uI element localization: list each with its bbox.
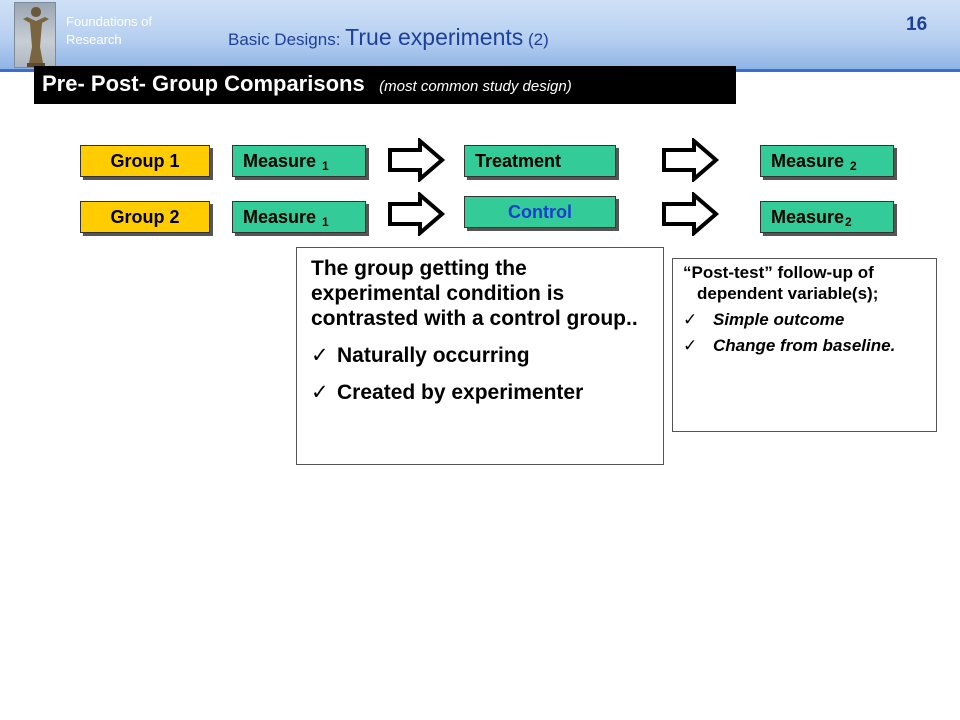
row2-measure-2-box: Measure2 <box>760 201 894 233</box>
bullet-text: Simple outcome <box>713 310 845 329</box>
row2-measure-1-box: Measure 1 <box>232 201 366 233</box>
row1-measure-2-sub: 2 <box>850 159 857 173</box>
organization-name: Foundations of Research <box>66 13 206 49</box>
treatment-box: Treatment <box>464 145 616 177</box>
group-2-label: Group 2 <box>110 207 180 227</box>
check-icon: ✓ <box>311 381 329 404</box>
statue-logo-icon <box>14 2 56 68</box>
control-label: Control <box>508 202 572 222</box>
banner-note: (most common study design) <box>379 78 572 95</box>
title-number: (2) <box>528 30 549 49</box>
check-icon: ✓ <box>683 310 698 329</box>
row2-measure-2-label: Measure <box>771 207 845 227</box>
check-icon: ✓ <box>683 336 698 355</box>
group-2-box: Group 2 <box>80 201 210 233</box>
row2-measure-1-label: Measure <box>243 207 317 227</box>
row2-arrow-2-icon <box>662 192 720 236</box>
org-line-1: Foundations of <box>66 14 153 29</box>
bullet-text: Naturally occurring <box>337 344 530 367</box>
post-test-textbox: “Post-test” follow-up of dependent varia… <box>672 258 937 432</box>
banner-title: Pre- Post- Group Comparisons <box>42 71 365 96</box>
row2-arrow-1-icon <box>388 192 446 236</box>
row2-measure-1-sub: 1 <box>322 215 329 229</box>
row1-measure-2-box: Measure 2 <box>760 145 894 177</box>
control-box: Control <box>464 196 616 228</box>
bullet-text: Created by experimenter <box>337 381 584 404</box>
title-main: True experiments <box>345 24 524 50</box>
title-prefix: Basic Designs: <box>228 30 341 49</box>
row1-measure-1-sub: 1 <box>322 159 329 173</box>
slide-header: Foundations of Research Basic Designs: T… <box>0 0 960 72</box>
org-line-2: Research <box>66 32 122 47</box>
row2-measure-2-sub: 2 <box>845 215 852 229</box>
group-1-box: Group 1 <box>80 145 210 177</box>
row1-arrow-2-icon <box>662 138 720 182</box>
page-number: 16 <box>906 14 928 35</box>
bullet-item: ✓ Created by experimenter <box>311 380 653 405</box>
row1-measure-1-label: Measure <box>243 151 317 171</box>
group-1-label: Group 1 <box>110 151 180 171</box>
check-icon: ✓ <box>311 344 329 367</box>
group-contrast-paragraph: The group getting the experimental condi… <box>311 257 638 330</box>
row1-measure-1-box: Measure 1 <box>232 145 366 177</box>
treatment-label: Treatment <box>475 151 562 171</box>
bullet-item: ✓ Simple outcome <box>683 309 926 330</box>
group-contrast-textbox: The group getting the experimental condi… <box>296 247 664 465</box>
post-test-paragraph: “Post-test” follow-up of dependent varia… <box>683 263 879 303</box>
bullet-item: ✓ Naturally occurring <box>311 343 653 368</box>
bullet-item: ✓ Change from baseline. <box>683 335 926 356</box>
bullet-text: Change from baseline. <box>713 336 896 355</box>
section-banner: Pre- Post- Group Comparisons (most commo… <box>34 66 736 104</box>
slide-title: Basic Designs: True experiments (2) <box>228 24 549 51</box>
row1-arrow-1-icon <box>388 138 446 182</box>
row1-measure-2-label: Measure <box>771 151 845 171</box>
